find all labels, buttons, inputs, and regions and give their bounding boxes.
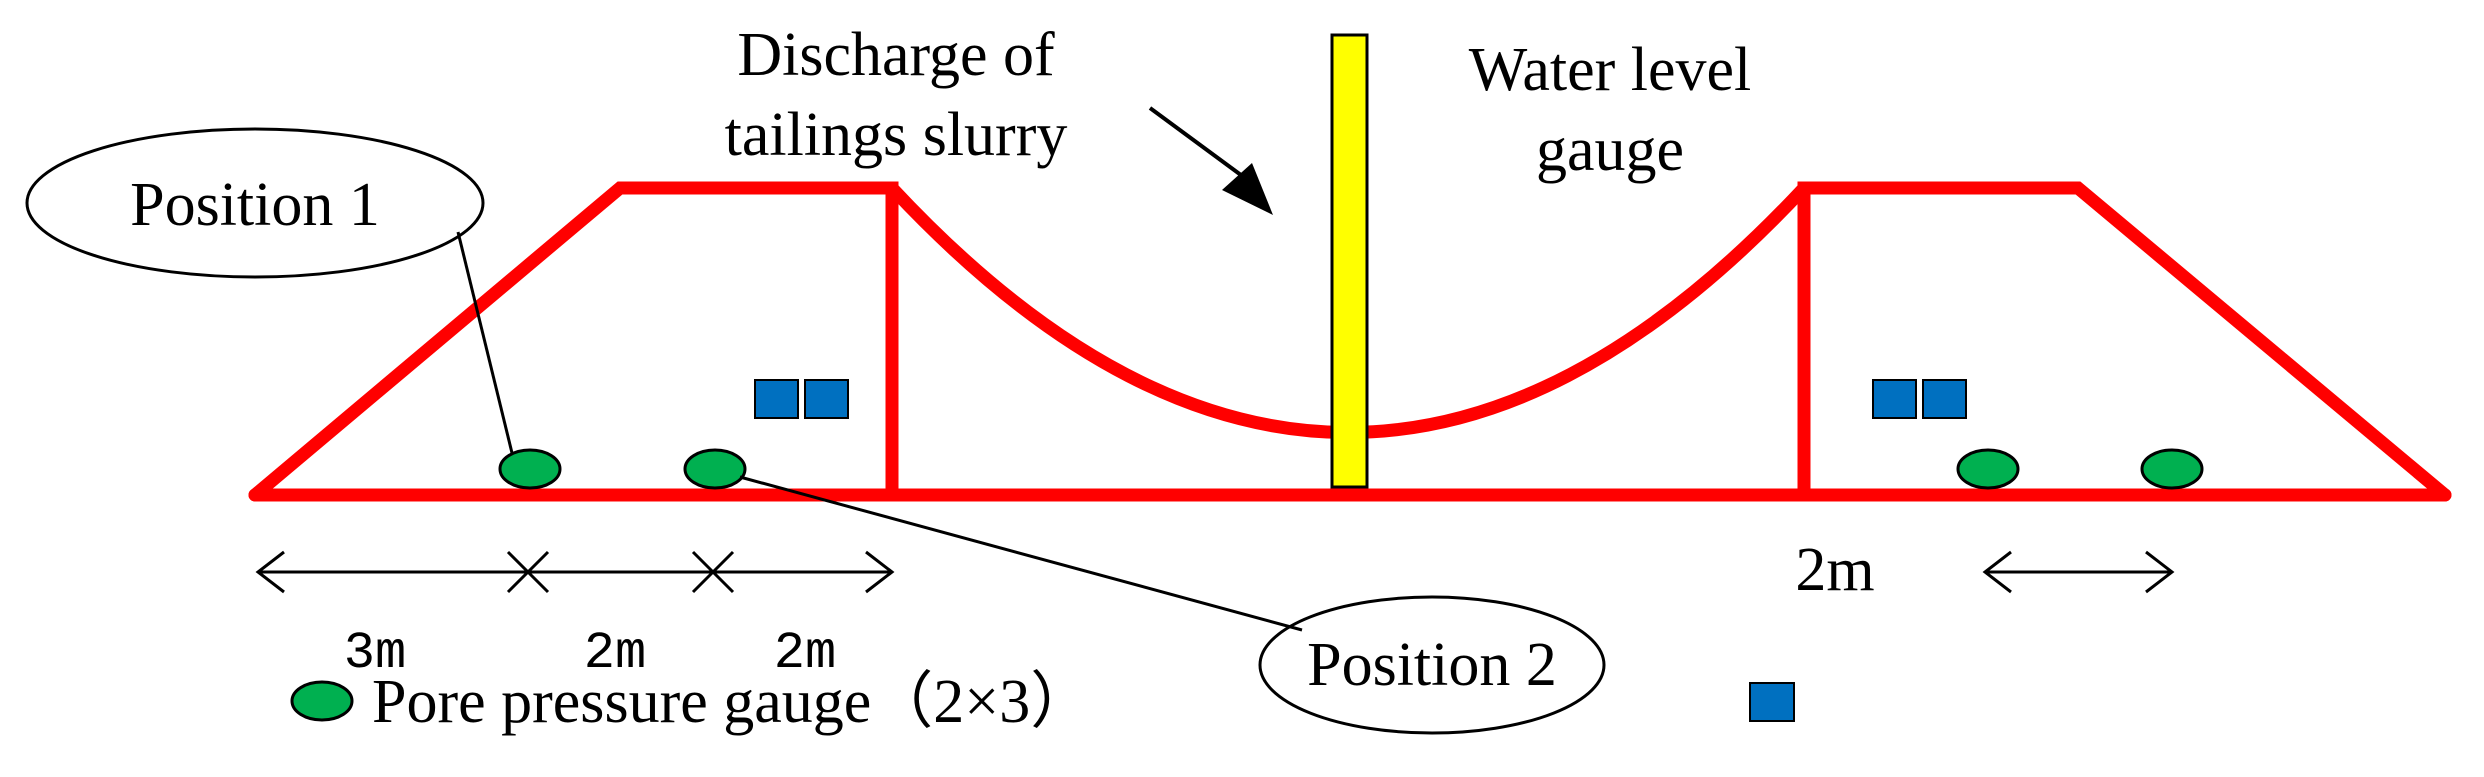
right-embankment (1797, 181, 2452, 502)
discharge-arrow (1148, 106, 1273, 215)
square-gauge-left-1 (754, 379, 799, 419)
dimension-2m-label-right: 2m (1795, 536, 1874, 604)
pore-gauge-left-1 (498, 448, 562, 490)
dimension-line-right (1982, 550, 2175, 594)
legend: Pore pressure gauge（2×3） (290, 668, 1795, 736)
discharge-label-line2: tailings slurry (725, 101, 1068, 169)
square-gauge-right-1 (1872, 379, 1917, 419)
dimension-3m-label: 3m (344, 624, 406, 683)
position-2-leader (739, 475, 1303, 632)
position-1-callout (25, 127, 485, 279)
position-2-callout (1258, 595, 1606, 735)
legend-square-swatch (1749, 682, 1795, 722)
legend-pore-gauge-swatch (290, 680, 354, 722)
pore-gauge-left-2 (683, 448, 747, 490)
water-gauge-label-line1: Water level (1469, 36, 1751, 104)
water-level-gauge-post (1330, 33, 1369, 489)
dimension-2m-label-1: 2m (584, 624, 646, 683)
dimension-2m-label-2: 2m (774, 624, 836, 683)
water-gauge-label-line2: gauge (1536, 116, 1684, 184)
blue-square-gauges (754, 379, 1967, 419)
discharge-label-line1: Discharge of (737, 21, 1055, 89)
pore-pressure-gauges (498, 448, 2204, 490)
position-1-leader (456, 231, 514, 454)
pore-gauge-right-2 (2140, 448, 2204, 490)
legend-pore-gauge-label: Pore pressure gauge（2×3） (372, 668, 1092, 736)
left-embankment (248, 181, 899, 502)
dimension-line-left (255, 550, 895, 594)
square-gauge-left-2 (804, 379, 849, 419)
position-2-label: Position 2 (1307, 631, 1557, 699)
position-1-label: Position 1 (130, 171, 380, 239)
pore-gauge-right-1 (1956, 448, 2020, 490)
square-gauge-right-2 (1922, 379, 1967, 419)
